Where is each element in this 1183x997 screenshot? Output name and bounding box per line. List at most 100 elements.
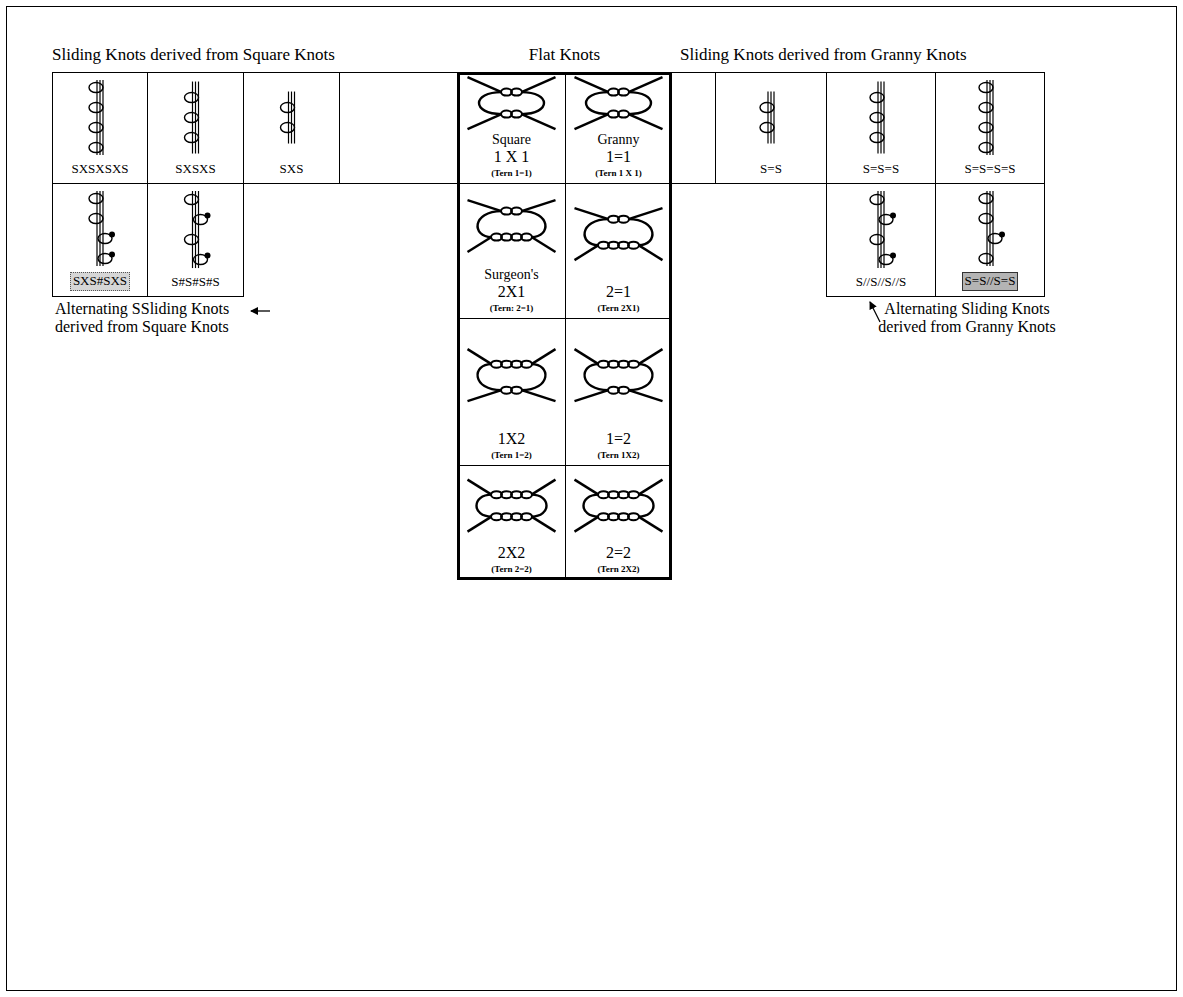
page-frame bbox=[7, 7, 1177, 991]
rope-curve bbox=[585, 364, 609, 390]
rope-strand bbox=[198, 82, 199, 154]
knot-tuck bbox=[109, 232, 115, 238]
knot-loop bbox=[870, 113, 884, 123]
knot-cell: 2=2 (Tern 2X2) bbox=[565, 465, 672, 580]
rope-curve bbox=[586, 92, 609, 114]
knot-tuck bbox=[109, 252, 115, 258]
rope-strand bbox=[195, 82, 196, 154]
knot-loop bbox=[760, 103, 774, 113]
knot-loop bbox=[979, 83, 993, 93]
knot-group: Sliding Knots derived from Granny KnotsS… bbox=[672, 72, 1045, 297]
knot-cell: SXSXS bbox=[147, 72, 244, 184]
row-outline bbox=[340, 73, 716, 184]
rope-end bbox=[575, 114, 609, 129]
knot-tuck bbox=[999, 232, 1005, 238]
twist bbox=[521, 234, 532, 241]
knot-cell: 1X2(Tern 1=2) bbox=[457, 318, 566, 466]
rope-end bbox=[468, 517, 492, 532]
knot-note: 2X1 bbox=[498, 283, 526, 301]
knot-cell: Granny1=1(Tern 1 X 1) bbox=[565, 72, 672, 184]
rope-strand bbox=[877, 191, 878, 268]
twist bbox=[628, 491, 639, 498]
rope-end bbox=[629, 208, 663, 219]
knot-cell: SXS bbox=[243, 72, 340, 184]
knot-label: 2=2 bbox=[606, 544, 631, 562]
knot-tuck bbox=[890, 253, 896, 259]
rope-strand bbox=[192, 191, 193, 268]
rope-strand bbox=[198, 191, 199, 268]
knot-label: Surgeon's bbox=[484, 267, 538, 283]
knot-loop bbox=[281, 123, 295, 133]
rope-strand bbox=[291, 92, 292, 144]
twist bbox=[511, 387, 522, 394]
knot-group: Flat KnotsSquare1 X 1(Tern 1=1)Granny1=1… bbox=[457, 72, 672, 580]
rope-end bbox=[639, 480, 663, 495]
knot-loop bbox=[979, 103, 993, 113]
rope-curve bbox=[477, 495, 492, 517]
knot-loop bbox=[760, 123, 774, 133]
twist bbox=[618, 387, 629, 394]
rope-strand bbox=[773, 92, 774, 144]
knot-cell: 1=2(Tern 1X2) bbox=[565, 318, 672, 466]
knot-tuck bbox=[205, 253, 211, 259]
knot-note: (Tern 2=2) bbox=[491, 564, 532, 574]
knot-loop bbox=[281, 103, 295, 113]
rope-end bbox=[468, 390, 502, 401]
knot-loop bbox=[870, 235, 884, 245]
rope-curve bbox=[532, 495, 547, 517]
knot-cell: 2=1(Tern 2X1) bbox=[565, 183, 672, 319]
twist bbox=[521, 361, 532, 368]
knot-loop bbox=[185, 113, 199, 123]
rope-curve bbox=[522, 364, 546, 390]
rope-strand bbox=[767, 92, 768, 144]
rope-end bbox=[575, 245, 599, 260]
rope-end bbox=[575, 349, 599, 364]
knot-label: Granny bbox=[598, 132, 640, 148]
rope-end bbox=[468, 349, 492, 364]
rope-end bbox=[532, 349, 556, 364]
rope-curve bbox=[479, 92, 502, 114]
twist bbox=[511, 89, 522, 96]
rope-end bbox=[575, 517, 599, 532]
knot-tuck bbox=[890, 213, 896, 219]
rope-end bbox=[639, 245, 663, 260]
rope-strand bbox=[880, 191, 881, 268]
knot-label: 2X2 bbox=[498, 544, 526, 562]
rope-strand bbox=[192, 82, 193, 154]
rope-end bbox=[639, 349, 663, 364]
rope-curve bbox=[584, 495, 599, 517]
rope-strand bbox=[294, 92, 295, 144]
knot-label: SXS bbox=[278, 161, 306, 178]
rope-strand bbox=[195, 191, 196, 268]
rope-end bbox=[468, 114, 502, 129]
twist bbox=[618, 89, 629, 96]
twist bbox=[628, 242, 639, 249]
knot-label: 1=2 bbox=[606, 430, 631, 448]
knot-note: (Tern 2X2) bbox=[598, 564, 640, 574]
rope-end bbox=[575, 208, 609, 219]
knot-label: 1X2 bbox=[498, 430, 526, 448]
knot-note: (Tern: 2=1) bbox=[490, 303, 534, 313]
rope-end bbox=[629, 390, 663, 401]
rope-strand bbox=[992, 80, 993, 155]
knot-cell: Square1 X 1(Tern 1=1) bbox=[457, 72, 566, 184]
group-caption: Alternating Sliding Knots derived from G… bbox=[878, 300, 1056, 337]
knot-loop bbox=[979, 143, 993, 153]
knot-label: Square bbox=[492, 132, 531, 148]
knot-loop bbox=[89, 143, 103, 153]
rope-end bbox=[639, 517, 663, 532]
knot-label: S#S#S#S bbox=[169, 274, 221, 291]
knot-cell: S#S#S#S bbox=[147, 183, 244, 297]
twist bbox=[628, 361, 639, 368]
rope-curve bbox=[639, 495, 654, 517]
rope-end bbox=[532, 237, 556, 252]
rope-strand bbox=[883, 82, 884, 154]
rope-curve bbox=[629, 92, 652, 114]
knot-loop bbox=[89, 103, 103, 113]
knot-loop bbox=[979, 123, 993, 133]
knot-loop bbox=[870, 133, 884, 143]
rope-end bbox=[522, 114, 556, 129]
rope-curve bbox=[522, 92, 545, 114]
group-caption: Alternating SSliding Knots derived from … bbox=[55, 300, 255, 337]
